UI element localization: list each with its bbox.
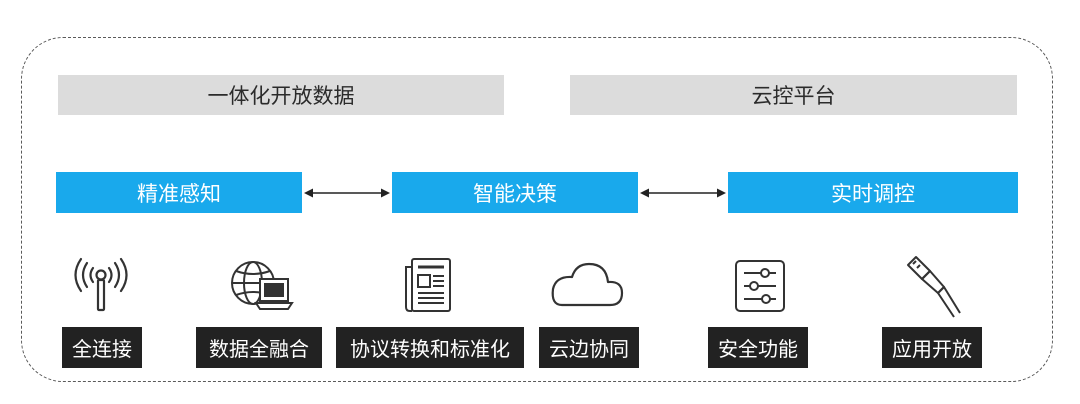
capability-label: 云边协同 (539, 327, 639, 368)
cloud-control-label: 云控平台 (751, 84, 836, 108)
capability-label: 数据全融合 (196, 327, 322, 368)
capability-label: 安全功能 (708, 327, 808, 368)
control-bar: 实时调控 (728, 172, 1018, 213)
globe-laptop-icon (231, 261, 294, 310)
capability-label: 全连接 (62, 327, 142, 368)
open-data-bar: 一体化开放数据 (58, 75, 504, 115)
double-arrow-icon (304, 188, 390, 198)
diagram-frame (21, 37, 1053, 382)
open-data-label: 一体化开放数据 (207, 84, 355, 108)
sliders-settings-icon (735, 260, 785, 312)
cloud-control-bar: 云控平台 (570, 75, 1017, 115)
decision-bar: 智能决策 (392, 172, 638, 213)
usb-connector-icon (907, 256, 961, 318)
cloud-icon (551, 262, 624, 307)
decision-label: 智能决策 (473, 181, 557, 206)
capability-label: 协议转换和标准化 (336, 327, 524, 368)
capability-label: 应用开放 (882, 327, 982, 368)
document-newspaper-icon (405, 258, 451, 312)
perception-label: 精准感知 (137, 181, 221, 206)
wireless-antenna-icon (74, 257, 128, 312)
double-arrow-icon (640, 188, 726, 198)
perception-bar: 精准感知 (56, 172, 302, 213)
control-label: 实时调控 (831, 181, 915, 206)
